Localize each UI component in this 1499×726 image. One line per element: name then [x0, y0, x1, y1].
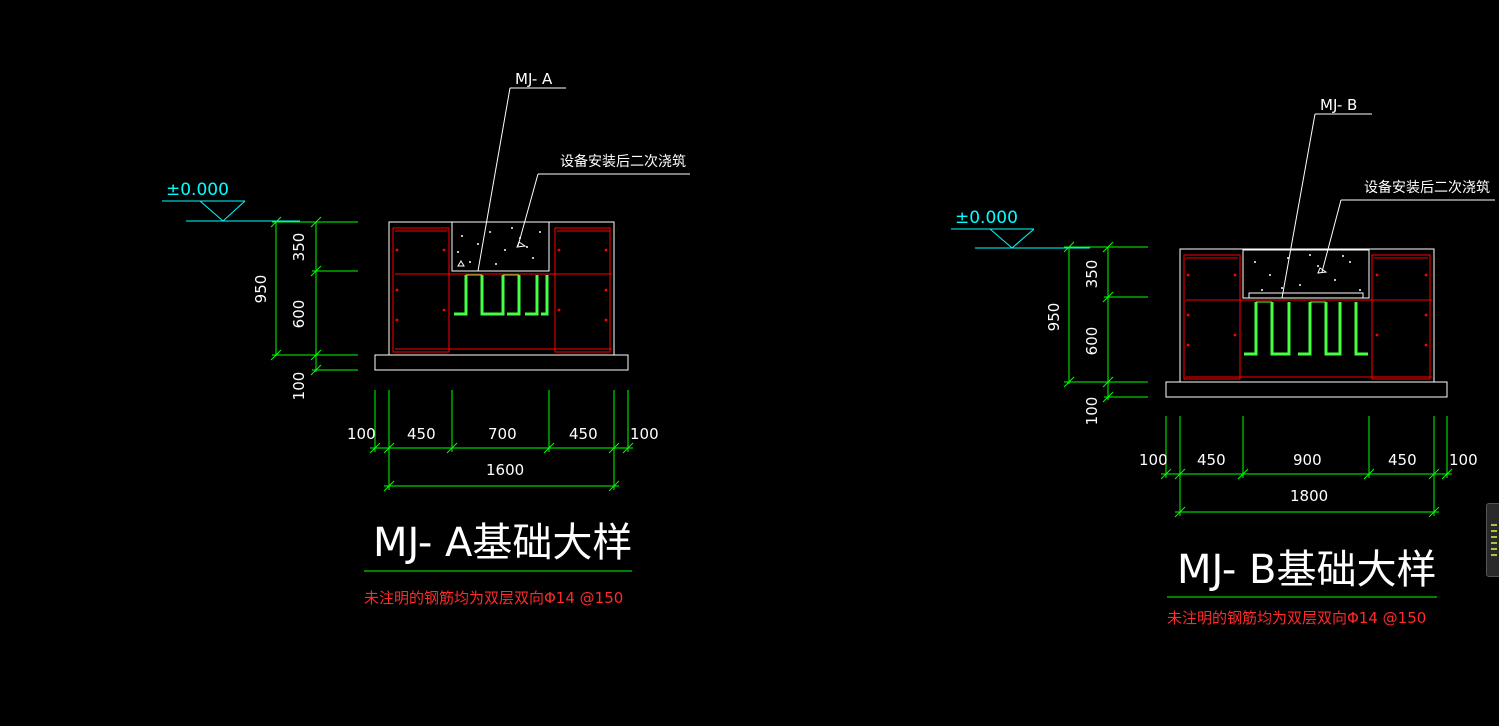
mark-label-b: MJ- B [1320, 96, 1357, 114]
scroll-notch [1491, 524, 1497, 526]
scroll-notch [1491, 548, 1497, 550]
dim-overall-horizontal-a: 1600 [486, 461, 524, 479]
dim-350-b: 350 [1083, 260, 1101, 289]
dim-600-b: 600 [1083, 327, 1101, 356]
dim-h-450-left-a: 450 [407, 425, 436, 443]
dim-overall-vertical-b: 950 [1045, 303, 1063, 332]
scroll-notch [1491, 536, 1497, 538]
foundation-section-a [374, 221, 629, 371]
dim-h-100-right-b: 100 [1449, 451, 1478, 469]
leader-lines-b: MJ- B 设备安装后二次浇筑 [1281, 96, 1495, 299]
dim-h-100-right-a: 100 [630, 425, 659, 443]
dim-h-700-a: 700 [488, 425, 517, 443]
detail-mj-a: ±0.000 350 600 100 950 [162, 70, 690, 607]
vertical-dimensions-b: 350 600 100 950 [1045, 241, 1148, 426]
dim-overall-horizontal-b: 1800 [1290, 487, 1328, 505]
rebar-note-a: 未注明的钢筋均为双层双向Φ14 @150 [364, 589, 623, 607]
level-label-b: ±0.000 [955, 208, 1018, 228]
dim-350-a: 350 [290, 233, 308, 262]
detail-mj-b: ±0.000 350 600 100 950 [951, 96, 1495, 627]
dim-h-900-b: 900 [1293, 451, 1322, 469]
dim-100-b: 100 [1083, 397, 1101, 426]
dim-600-a: 600 [290, 300, 308, 329]
scroll-notch [1491, 542, 1497, 544]
horizontal-dimensions-b: 100 450 900 450 100 1800 [1139, 416, 1478, 518]
level-marker-b: ±0.000 [951, 208, 1090, 249]
mark-label-a: MJ- A [515, 70, 553, 88]
dim-100-a: 100 [290, 372, 308, 401]
dim-h-450-right-b: 450 [1388, 451, 1417, 469]
dim-h-450-left-b: 450 [1197, 451, 1226, 469]
level-label-a: ±0.000 [166, 180, 229, 200]
rebar-note-b: 未注明的钢筋均为双层双向Φ14 @150 [1167, 609, 1426, 627]
detail-title-a: MJ- A基础大样 [373, 520, 632, 566]
dim-h-450-right-a: 450 [569, 425, 598, 443]
horizontal-dimensions-a: 100 450 700 450 100 1600 [347, 390, 659, 492]
pour-note-b: 设备安装后二次浇筑 [1364, 179, 1490, 196]
level-marker-a: ±0.000 [162, 180, 300, 222]
detail-title-b: MJ- B基础大样 [1177, 547, 1436, 593]
vertical-dimensions-a: 350 600 100 950 [252, 216, 358, 401]
side-scroll-handle[interactable] [1486, 503, 1499, 577]
scroll-notch [1491, 530, 1497, 532]
dim-h-100-left-b: 100 [1139, 451, 1168, 469]
pour-note-a: 设备安装后二次浇筑 [560, 153, 686, 170]
foundation-section-b [1165, 248, 1448, 398]
leader-lines-a: MJ- A 设备安装后二次浇筑 [477, 70, 690, 272]
dim-h-100-left-a: 100 [347, 425, 376, 443]
dim-overall-vertical-a: 950 [252, 275, 270, 304]
scroll-notch [1491, 554, 1497, 556]
